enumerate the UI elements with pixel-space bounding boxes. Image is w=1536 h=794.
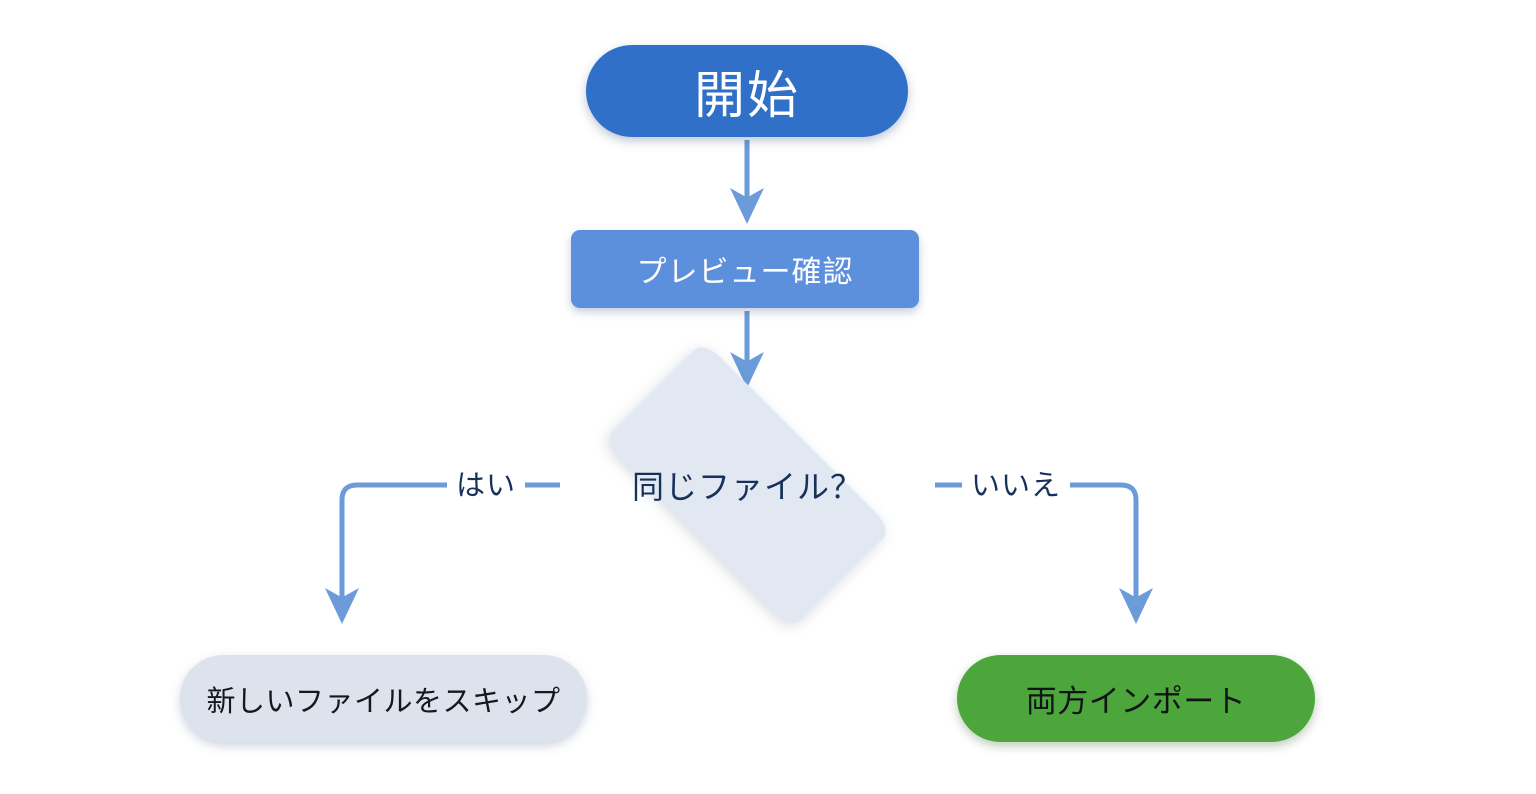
node-import-both[interactable]: 両方インポート xyxy=(957,655,1315,742)
node-preview-check[interactable]: プレビュー確認 xyxy=(571,230,919,308)
edge-label-no: いいえ xyxy=(962,462,1071,504)
node-decision-same-file[interactable]: 同じファイル？ xyxy=(560,340,935,630)
node-decision-label: 同じファイル？ xyxy=(631,469,863,505)
node-skip-new-files[interactable]: 新しいファイルをスキップ xyxy=(180,655,587,742)
edge-label-yes: はい xyxy=(447,462,526,504)
node-start[interactable]: 開始 xyxy=(586,45,908,137)
